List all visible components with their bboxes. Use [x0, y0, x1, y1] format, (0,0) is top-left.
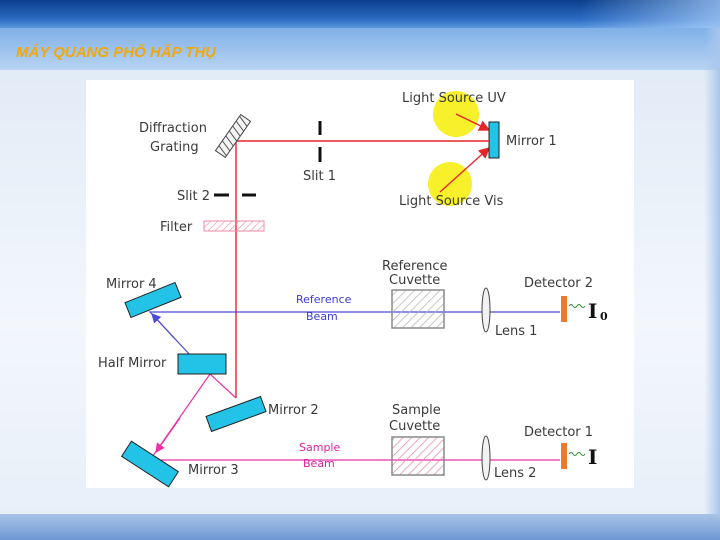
filter [203, 220, 265, 232]
label-filter: Filter [160, 220, 193, 235]
detector-1-signal [568, 452, 586, 456]
label-sample-cuvette-1: Sample [392, 403, 441, 418]
lens-1 [481, 287, 491, 333]
sample-beam-arrow [155, 417, 181, 453]
label-reference-beam-2: Beam [306, 310, 338, 323]
label-mirror-2: Mirror 2 [268, 403, 319, 418]
label-detector-2: Detector 2 [524, 276, 593, 291]
title-bar [0, 28, 720, 70]
label-reference-cuvette-1: Reference [382, 259, 447, 274]
slide-title: MÁY QUANG PHỔ HẤP THỤ [16, 44, 217, 61]
label-reference-beam-1: Reference [296, 293, 352, 306]
label-mirror-3: Mirror 3 [188, 463, 239, 478]
sample-beam-line [148, 373, 560, 461]
label-sample-cuvette-2: Cuvette [389, 419, 440, 434]
label-detector-1: Detector 1 [524, 425, 593, 440]
label-light-source-vis: Light Source Vis [399, 194, 504, 209]
uv-beam [455, 113, 491, 131]
reference-beam-arrow [151, 313, 176, 340]
sample-cuvette [391, 436, 445, 476]
label-slit-2: Slit 2 [177, 189, 210, 204]
label-sample-beam-1: Sample [299, 441, 340, 454]
mirror-4 [124, 281, 182, 319]
label-reference-cuvette-2: Cuvette [389, 273, 440, 288]
symbol-i0-subscript: 0 [600, 310, 608, 323]
mirror-1 [488, 121, 500, 159]
vis-beam [439, 147, 491, 193]
detector-1 [561, 443, 567, 469]
detector-2-signal [568, 304, 586, 308]
label-half-mirror: Half Mirror [98, 356, 167, 371]
label-lens-2: Lens 2 [494, 466, 536, 481]
reference-cuvette [391, 289, 445, 329]
footer-band [0, 514, 720, 540]
label-slit-1: Slit 1 [303, 169, 336, 184]
mirror-2 [205, 395, 267, 433]
label-grating: Grating [150, 140, 199, 155]
symbol-i: I [588, 445, 597, 469]
label-lens-1: Lens 1 [495, 324, 537, 339]
header-highlight [580, 0, 720, 28]
right-edge-decoration [704, 28, 720, 540]
label-sample-beam-2: Beam [303, 457, 335, 470]
symbol-i0: I [588, 299, 597, 323]
label-mirror-1: Mirror 1 [506, 134, 557, 149]
label-diffraction: Diffraction [139, 121, 207, 136]
label-light-source-uv: Light Source UV [402, 91, 506, 106]
detector-2 [561, 296, 567, 322]
half-mirror [177, 353, 227, 375]
diffraction-grating [214, 113, 252, 159]
mirror-3 [120, 440, 180, 488]
label-mirror-4: Mirror 4 [106, 277, 157, 292]
lens-2 [481, 435, 491, 481]
